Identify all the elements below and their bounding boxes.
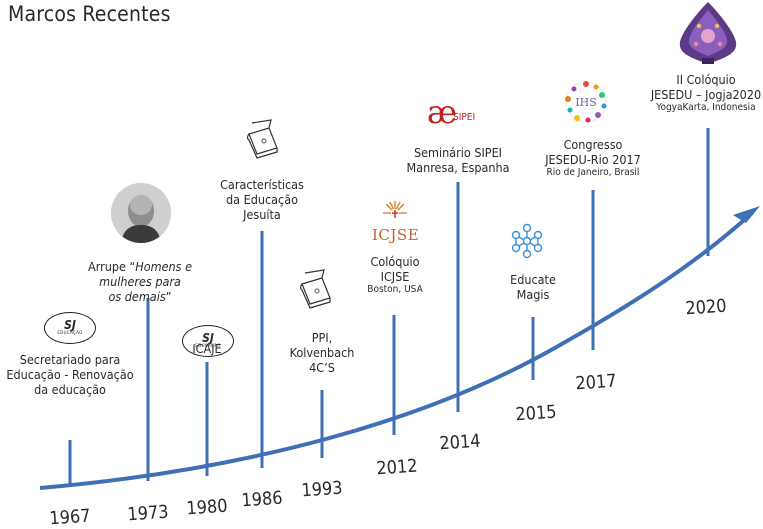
svg-text:æ: æ — [427, 93, 457, 131]
year-2014: 2014 — [438, 430, 482, 455]
milestone-label-1973: Arrupe “Homens e mulheres para os demais… — [88, 259, 192, 304]
year-2015: 2015 — [514, 401, 558, 426]
year-2020: 2020 — [684, 295, 728, 320]
ihs-logo-text: IHS — [575, 96, 596, 109]
year-1986: 1986 — [240, 487, 284, 512]
icjse-logo — [383, 201, 407, 218]
year-1967: 1967 — [48, 505, 92, 529]
educate-magis-network-icon — [511, 223, 543, 259]
wayang-gunungan-icon — [679, 2, 737, 64]
ihs-logo: IHS — [565, 81, 607, 123]
year-1993: 1993 — [300, 477, 344, 502]
timeline-arrowhead — [733, 206, 760, 223]
year-1973: 1973 — [126, 501, 170, 526]
pedro-arrupe-photo — [111, 183, 171, 243]
milestone-label-1980: ICAJE — [192, 341, 222, 356]
year-1980: 1980 — [185, 495, 229, 520]
timeline-curve — [39, 211, 754, 490]
book-icon — [246, 119, 278, 159]
icjse-logo-text: ICJSE — [372, 226, 420, 244]
book-icon — [299, 269, 331, 309]
sipei-logo: æ — [427, 93, 457, 131]
sipei-logo-text: SIPEI — [453, 112, 476, 123]
page-title: Marcos Recentes — [8, 2, 171, 26]
year-2017: 2017 — [574, 370, 618, 395]
year-2012: 2012 — [375, 455, 419, 480]
